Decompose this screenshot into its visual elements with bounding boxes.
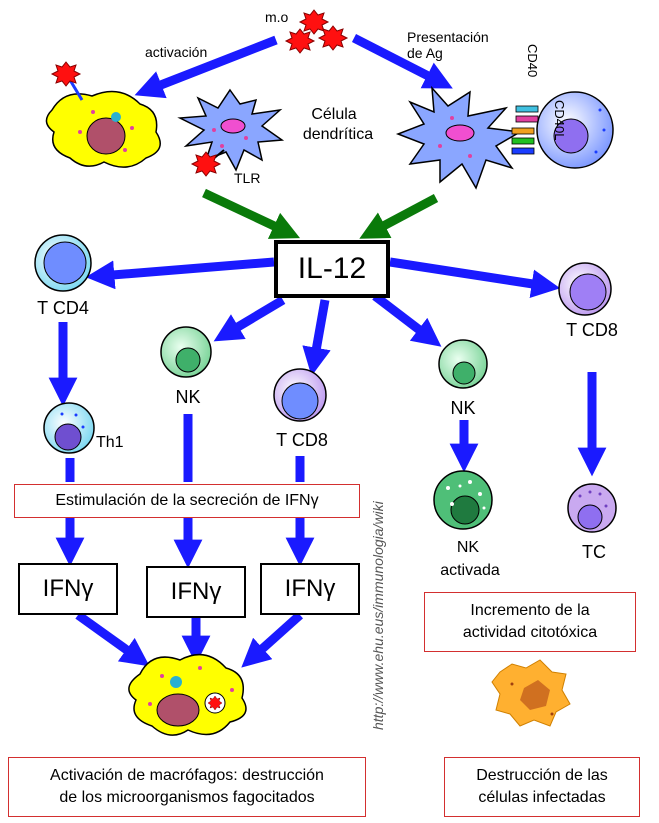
activacion-macro-line2: de los microorganismos fagocitados: [59, 789, 315, 806]
watermark-url: http://www.ehu.eus/immunologia/wiki: [370, 501, 386, 730]
arrow-ifn3-macro: [241, 611, 304, 668]
cell-tcd8-right: [558, 262, 612, 316]
destruccion-line1: Destrucción de las: [476, 767, 608, 784]
arrow-activacion: [134, 35, 278, 99]
ifn-box-2: IFNγ: [146, 566, 246, 618]
label-tlr: TLR: [234, 170, 260, 186]
microbe-group: [284, 9, 349, 54]
destruccion-line2: células infectadas: [478, 789, 606, 806]
cell-tcd8-mid: [273, 368, 327, 422]
cell-tcd4: [34, 234, 92, 292]
il12-box: IL-12: [274, 240, 390, 298]
arrow-il12-tcd8-mid: [302, 299, 331, 377]
destruccion-box: Destrucción de las células infectadas: [444, 757, 640, 817]
infected-cell: [491, 659, 571, 727]
microbe-icon: [317, 25, 349, 51]
label-th1: Th1: [96, 434, 124, 451]
arrow-green-right: [359, 194, 439, 239]
label-presentacion-1: Presentación: [407, 29, 489, 45]
macrophage-top: [45, 61, 161, 168]
cell-tc: [567, 483, 617, 533]
microbe-icon: [50, 61, 82, 87]
label-nk-left: NK: [175, 387, 200, 407]
microbe-icon: [284, 28, 316, 54]
dendritic-cell-right: [395, 85, 614, 190]
arrow-presentacion: [351, 33, 453, 89]
estimulacion-text: Estimulación de la secreción de IFNγ: [55, 492, 319, 509]
label-tcd4: T CD4: [37, 298, 89, 318]
incremento-line1: Incremento de la: [470, 602, 590, 619]
label-cd40: CD40: [525, 44, 540, 77]
label-tcd8-right: T CD8: [566, 320, 618, 340]
incremento-box: Incremento de la actividad citotóxica: [424, 592, 636, 652]
arrow-il12-tcd4: [85, 257, 275, 290]
label-activacion: activación: [145, 44, 207, 60]
microbe-icon: [207, 695, 223, 711]
label-celula-2: dendrítica: [303, 126, 373, 143]
ifn-box-3: IFNγ: [260, 563, 360, 615]
ifn-box-1: IFNγ: [18, 563, 118, 615]
arrow-ifn1-macro: [75, 611, 150, 667]
microbe-icon: [298, 9, 330, 35]
activacion-macro-line1: Activación de macrófagos: destrucción: [50, 767, 324, 784]
arrow-il12-tcd8-right: [389, 257, 561, 299]
label-tcd8-mid: T CD8: [276, 430, 328, 450]
ifn-label-2: IFNγ: [170, 578, 222, 605]
label-nk-activada-2: activada: [440, 562, 500, 579]
label-nk-activada-1: NK: [457, 539, 480, 556]
incremento-line2: actividad citotóxica: [462, 624, 598, 641]
label-mo: m.o: [265, 9, 289, 25]
label-presentacion-2: de Ag: [407, 45, 443, 61]
ifn-label-3: IFNγ: [284, 575, 336, 602]
label-celula-1: Célula: [311, 106, 356, 123]
label-cd40l: CD40L: [552, 100, 567, 140]
estimulacion-box: Estimulación de la secreción de IFNγ: [14, 484, 360, 518]
activacion-macro-box: Activación de macrófagos: destrucción de…: [8, 757, 366, 817]
ifn-label-1: IFNγ: [42, 575, 94, 602]
cell-nk-activada: [433, 470, 493, 530]
cell-nk-right: [438, 339, 488, 389]
macrophage-bottom: [128, 653, 247, 736]
label-nk-right: NK: [450, 398, 475, 418]
arrow-il12-nk-right: [372, 292, 442, 347]
dendritic-cell-left: [177, 88, 285, 177]
cell-th1: [43, 402, 95, 454]
microbe-icon: [190, 151, 222, 177]
arrow-green-left: [202, 188, 301, 239]
cell-nk-left: [160, 326, 212, 378]
label-tc: TC: [582, 542, 606, 562]
arrow-il12-nk-left: [213, 296, 286, 342]
il12-label: IL-12: [297, 252, 367, 285]
